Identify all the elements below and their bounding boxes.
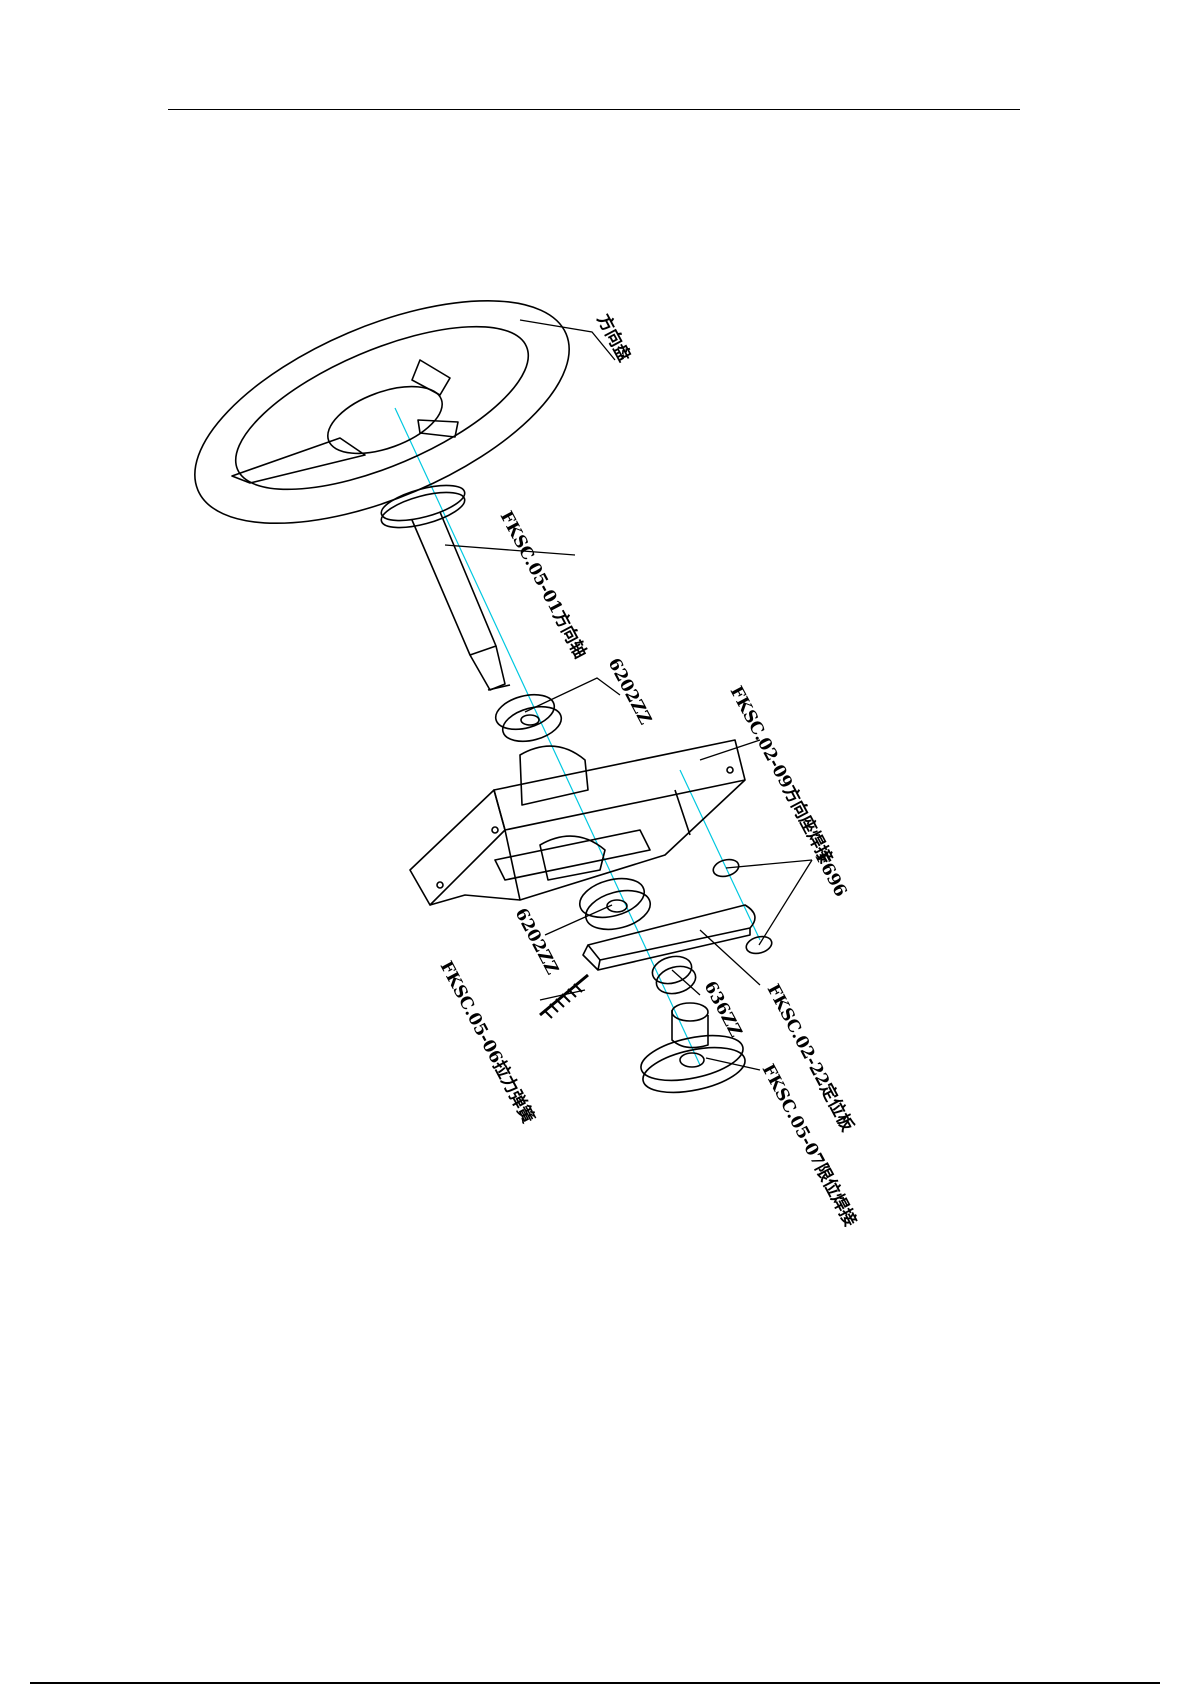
label-steering-wheel: 方向盘 [593,310,635,365]
label-lower-bearing: 6202ZZ [511,905,563,978]
label-steering-shaft: FKSC.05-01方向轴 [496,507,591,661]
label-spring: FKSC.05-06拉力弹簧 [436,957,539,1126]
label-upper-bearing: 6202ZZ [604,655,656,728]
tension-spring [540,975,588,1018]
part-labels: 方向盘 FKSC.05-01方向轴 6202ZZ FKSC.02-09方向座焊接… [436,310,861,1229]
bearing-636zz [649,952,698,997]
label-limit-weldment: FKSC.05-07限位焊接 [758,1060,861,1229]
label-f696: F696 [811,849,851,900]
label-steering-seat: FKSC.02-09方向座焊接 [726,682,837,866]
steering-seat-weldment [410,740,745,905]
positioning-plate [583,905,755,970]
label-positioning-plate: FKSC.02-22定位板 [763,980,859,1135]
steering-shaft [378,478,510,690]
